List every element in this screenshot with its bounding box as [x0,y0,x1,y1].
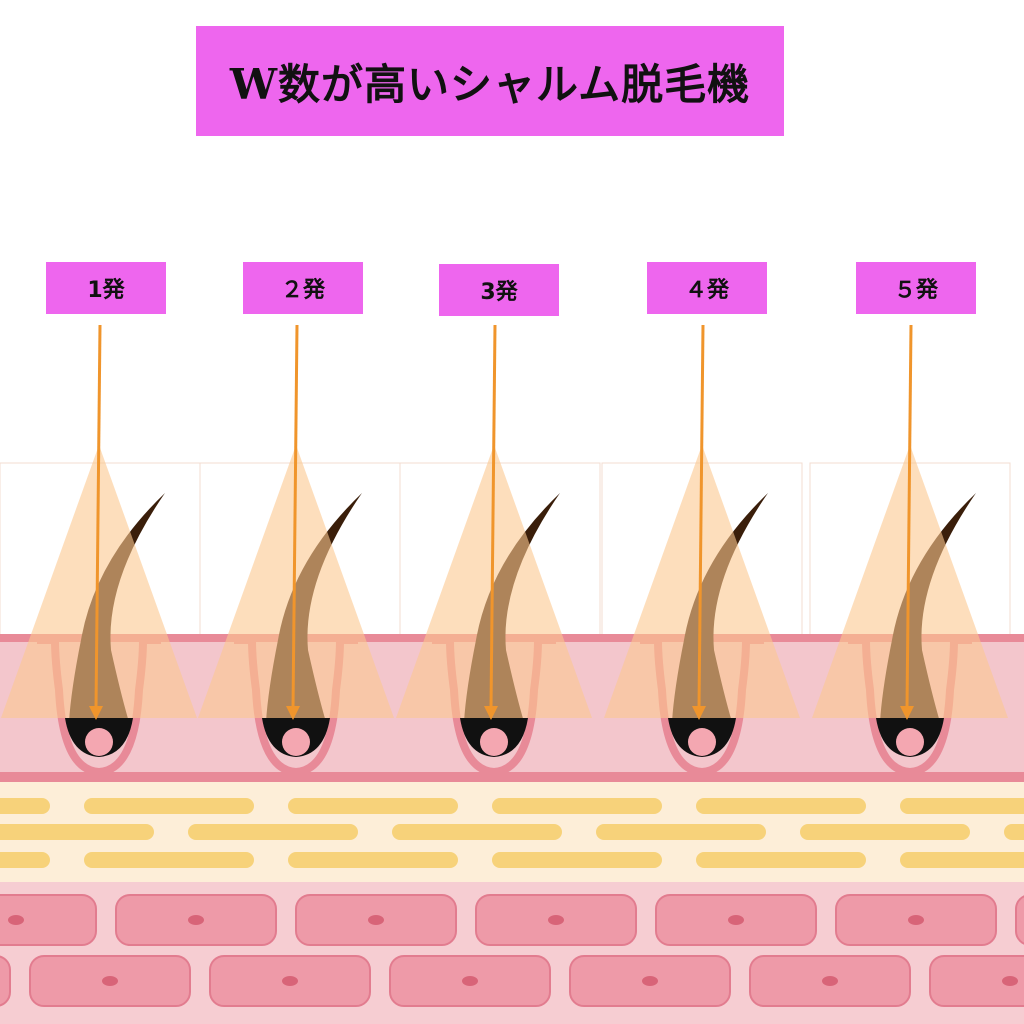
muscle-cell-nucleus [8,915,24,925]
laser-beam [396,445,592,718]
muscle-cells [0,894,1024,1007]
pulse-label-2: ２発 [243,262,363,314]
fat-cell [492,798,662,814]
fat-cell [900,852,1024,868]
arrow-line [94,324,102,709]
pulse-label-text: 1発 [87,278,125,303]
fat-cell [392,824,562,840]
arrow-head [286,706,300,720]
fat-cell [188,824,358,840]
fat-cell [1004,824,1024,840]
fat-cell [84,798,254,814]
fat-cell [696,798,866,814]
muscle-cell-nucleus [728,915,744,925]
dermal-papilla [896,728,924,756]
muscle-cell-nucleus [102,976,118,986]
page-title: W数が高いシャルム脱毛機 [229,59,751,109]
dermal-papilla [282,728,310,756]
muscle-cell-nucleus [462,976,478,986]
arrow-line [905,324,913,709]
muscle-cell-nucleus [642,976,658,986]
pulse-label-4: ４発 [647,262,767,314]
fat-cell [288,852,458,868]
arrow-line [697,324,705,709]
dermal-papilla [480,728,508,756]
fat-cell [800,824,970,840]
title-banner: W数が高いシャルム脱毛機 [196,26,784,136]
muscle-cell [0,955,11,1007]
fat-cells [0,798,1024,868]
muscle-cell-nucleus [368,915,384,925]
fat-cell [900,798,1024,814]
laser-beam [1,445,197,718]
arrow-line [291,324,299,709]
muscle-cell-nucleus [822,976,838,986]
fat-cell [0,798,50,814]
muscle-cell [1015,895,1024,945]
fat-cell [596,824,766,840]
fat-cell [696,852,866,868]
dermis-boundary [0,772,1024,782]
arrow-head [900,706,914,720]
pulse-label-text: 3発 [480,280,518,305]
pulse-label-1: 1発 [46,262,166,314]
muscle-cell-nucleus [282,976,298,986]
laser-beams [1,445,1008,718]
fat-cell [0,824,154,840]
arrow-line [489,324,497,709]
arrow-head [484,706,498,720]
arrow-head [692,706,706,720]
muscle-cell [0,894,97,946]
laser-beam [604,445,800,718]
muscle-cell-nucleus [188,915,204,925]
arrows [89,324,914,720]
fat-cell [84,852,254,868]
laser-beam [812,445,1008,718]
arrow-head [89,706,103,720]
pulse-label-text: ５発 [893,278,938,303]
muscle-cell-nucleus [1002,976,1018,986]
pulse-label-text: ４発 [684,278,729,303]
fat-cell [288,798,458,814]
fat-cell [0,852,50,868]
pulse-label-5: ５発 [856,262,976,314]
dermal-papilla [688,728,716,756]
dermal-papilla [85,728,113,756]
fat-cell [492,852,662,868]
muscle-cell-nucleus [548,915,564,925]
pulse-label-text: ２発 [280,278,325,303]
muscle-cell-nucleus [908,915,924,925]
laser-beam [198,445,394,718]
pulse-label-3: 3発 [439,264,559,316]
muscle-cell [929,955,1024,1007]
